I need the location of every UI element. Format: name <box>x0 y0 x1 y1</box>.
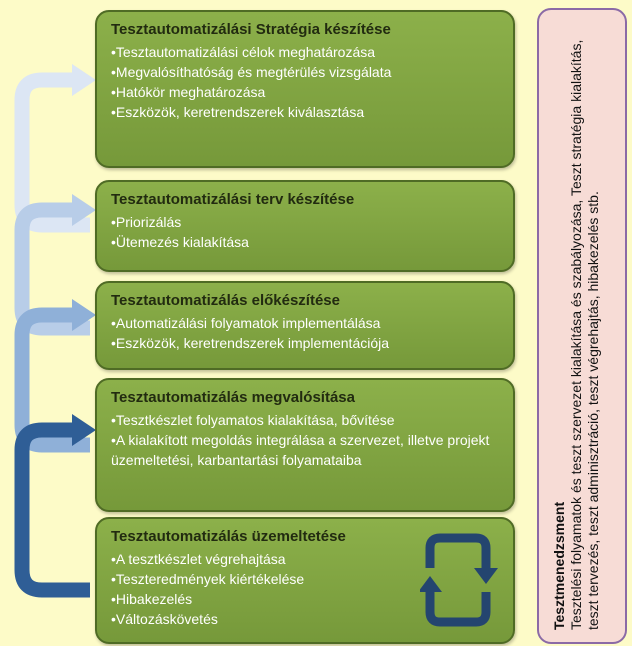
feedback-arrow-3 <box>14 307 90 453</box>
step-title: Tesztautomatizálás előkészítése <box>111 292 340 309</box>
feedback-arrow-2 <box>14 202 90 336</box>
step-item: Eszközök, keretrendszerek kiválasztása <box>111 102 503 122</box>
feedback-arrowhead-1 <box>72 64 96 96</box>
step-item: A kialakított megoldás integrálása a sze… <box>111 430 503 470</box>
step-box-preparation: Tesztautomatizálás előkészítése Automati… <box>95 281 515 370</box>
cycle-arrows-icon <box>420 533 498 627</box>
side-panel-description: Tesztelési folyamatok és teszt szervezet… <box>568 39 601 630</box>
step-item: Hibakezelés <box>111 589 503 609</box>
step-item: Megvalósíthatóság és megtérülés vizsgála… <box>111 62 503 82</box>
feedback-arrow-4 <box>14 422 90 598</box>
step-item: Priorizálás <box>111 212 503 232</box>
step-item: A tesztkészlet végrehajtása <box>111 549 503 569</box>
feedback-arrowhead-3 <box>72 299 96 331</box>
step-box-strategy: Tesztautomatizálási Stratégia készítése … <box>95 10 515 168</box>
feedback-arrow-1 <box>14 72 90 233</box>
step-item: Tesztkészlet folyamatos kialakítása, bőv… <box>111 410 503 430</box>
step-item: Automatizálási folyamatok implementálása <box>111 313 503 333</box>
feedback-arrows <box>14 64 96 598</box>
step-box-plan: Tesztautomatizálási terv készítése Prior… <box>95 180 515 272</box>
step-title: Tesztautomatizálás megvalósítása <box>111 389 355 406</box>
step-item: Tesztautomatizálási célok meghatározása <box>111 42 503 62</box>
step-title: Tesztautomatizálás üzemeltetése <box>111 528 346 545</box>
step-item: Eszközök, keretrendszerek implementációj… <box>111 333 503 353</box>
feedback-arrowhead-4 <box>72 414 96 446</box>
step-box-implementation: Tesztautomatizálás megvalósítása Tesztké… <box>95 378 515 512</box>
feedback-arrowhead-2 <box>72 194 96 226</box>
step-item: Teszteredmények kiértékelése <box>111 569 503 589</box>
step-item: Hatókör meghatározása <box>111 82 503 102</box>
side-panel-title: Tesztmenedzsment <box>551 501 567 630</box>
step-title: Tesztautomatizálási terv készítése <box>111 191 355 208</box>
step-item: Ütemezés kialakítása <box>111 232 503 252</box>
test-management-text: Tesztmenedzsment Tesztelési folyamatok é… <box>551 30 602 630</box>
test-management-panel: Tesztmenedzsment Tesztelési folyamatok é… <box>537 8 627 644</box>
step-title: Tesztautomatizálási Stratégia készítése <box>111 21 391 38</box>
step-item: Változáskövetés <box>111 609 503 629</box>
